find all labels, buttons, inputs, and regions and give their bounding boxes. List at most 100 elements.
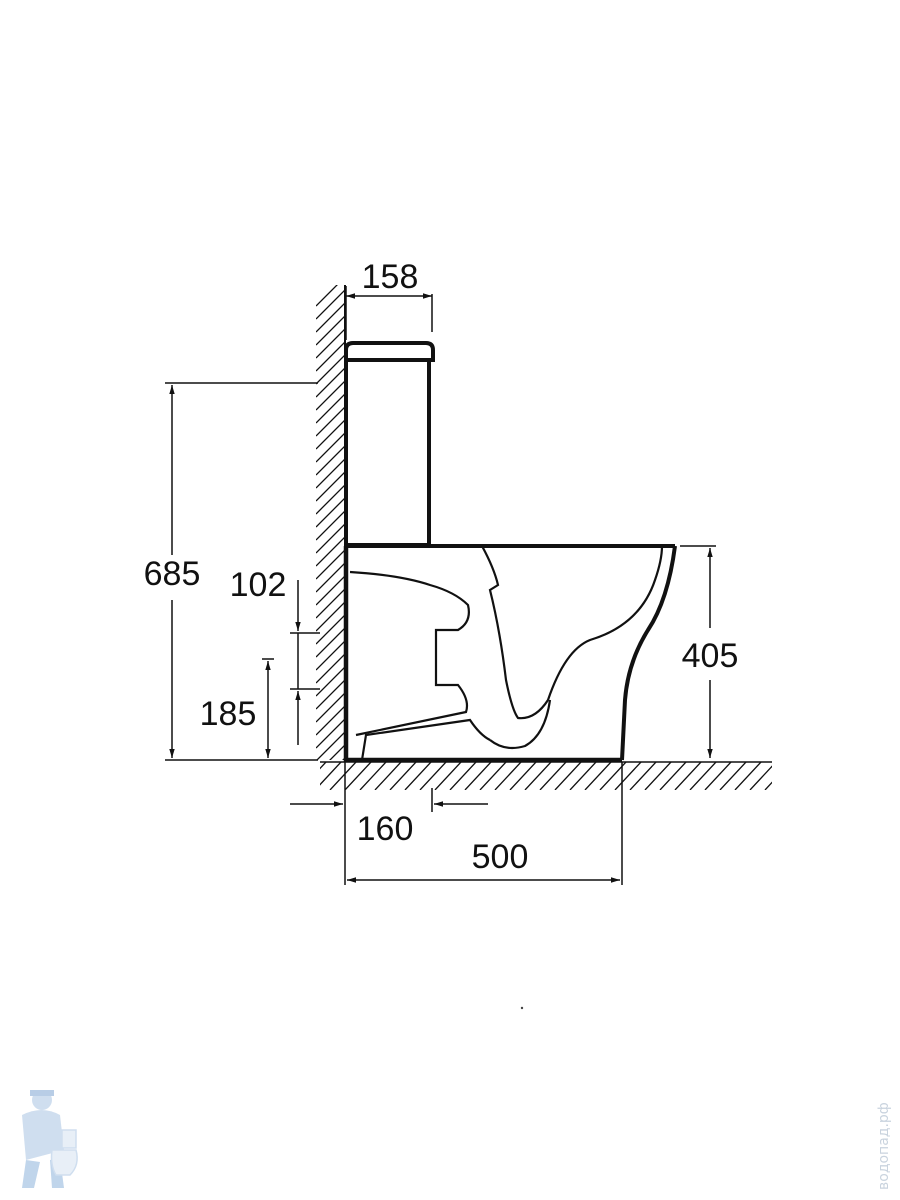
wall-hatch-line [316, 574, 346, 606]
floor-hatch-line [494, 762, 522, 790]
label-tank-depth: 158 [362, 258, 419, 296]
floor-hatching [320, 762, 821, 790]
wall-hatch-line [316, 587, 346, 619]
wall-hatch-line [316, 652, 346, 684]
floor-hatch-line [764, 781, 772, 790]
wall [316, 285, 346, 813]
floor-hatch-line [320, 762, 327, 770]
wall-hatch-line [316, 340, 346, 372]
wall-hatch-line [316, 483, 346, 515]
label-outlet-offset: 160 [357, 810, 414, 848]
wall-hatch-line [316, 730, 346, 760]
label-total-length: 500 [472, 838, 529, 876]
floor-hatch-line [419, 762, 447, 790]
floor-hatch-line [389, 762, 417, 790]
floor-hatch-line [719, 762, 747, 790]
bowl-base [343, 546, 622, 763]
floor-hatch-line [434, 762, 462, 790]
wall-hatch-line [316, 704, 346, 736]
floor-hatch-line [509, 762, 537, 790]
label-seat-height: 405 [682, 637, 739, 675]
wall-hatch-line [316, 717, 346, 749]
toilet [343, 341, 677, 763]
floor-hatch-line [449, 762, 477, 790]
wall-hatch-line [316, 288, 346, 320]
wall-hatch-line [316, 457, 346, 489]
wall-hatch-line [316, 301, 346, 333]
floor-hatch-line [584, 762, 612, 790]
floor-hatch-line [704, 762, 732, 790]
wall-hatch-line [316, 509, 346, 541]
wall-hatch-line [316, 561, 346, 593]
dimension-seat-height [680, 545, 716, 758]
dimension-tank-depth [345, 286, 433, 340]
floor-hatch-line [464, 762, 492, 790]
watermark-text: водопад.рф [876, 1102, 892, 1190]
wall-hatch-line [316, 470, 346, 502]
dimension-outlet-height [262, 658, 274, 758]
wall-hatch-line [316, 353, 346, 385]
wall-hatch-line [329, 743, 346, 760]
floor-hatch-line [629, 762, 657, 790]
floor-hatch-line [404, 762, 432, 790]
floor [320, 761, 821, 790]
wall-hatch-line [316, 392, 346, 424]
floor-hatch-line [479, 762, 507, 790]
floor-hatch-line [329, 762, 357, 790]
label-outlet-height: 185 [200, 695, 257, 733]
cistern [344, 358, 431, 547]
wall-hatch-line [316, 314, 346, 346]
cistern-lid [344, 341, 435, 362]
floor-hatch-line [320, 762, 342, 786]
wall-hatch-line [316, 548, 346, 580]
wall-hatch-line [316, 405, 346, 437]
floor-hatch-line [554, 762, 582, 790]
wall-hatch-line [316, 535, 346, 567]
wall-hatch-line [316, 379, 346, 411]
wall-hatch-line [316, 600, 346, 632]
floor-hatch-line [539, 762, 567, 790]
wall-hatch-line [316, 691, 346, 723]
floor-hatch-line [734, 762, 762, 790]
floor-hatch-line [614, 762, 642, 790]
wall-hatch-line [316, 678, 346, 710]
bowl-front [620, 545, 677, 761]
floor-hatch-line [344, 762, 372, 790]
floor-hatch-line [644, 762, 672, 790]
floor-hatch-line [524, 762, 552, 790]
wall-hatching [316, 285, 346, 813]
wall-hatch-line [316, 522, 346, 554]
bowl-interior [481, 545, 664, 720]
floor-hatch-line [359, 762, 387, 790]
wall-hatch-line [316, 366, 346, 398]
wall-hatch-line [316, 418, 346, 450]
wall-hatch-line [316, 613, 346, 645]
floor-hatch-line [674, 762, 702, 790]
plumber-mascot-icon [22, 1090, 78, 1188]
wall-hatch-line [316, 431, 346, 463]
trapway-outline [349, 570, 470, 737]
stray-dot [520, 1006, 524, 1010]
dimension-total-length [347, 762, 623, 885]
floor-hatch-line [749, 765, 772, 790]
floor-hatch-line [569, 762, 597, 790]
wall-hatch-line [316, 639, 346, 671]
wall-hatch-line [316, 327, 346, 359]
label-total-height: 685 [144, 555, 201, 593]
outlet-pipe [360, 718, 491, 761]
wall-hatch-line [316, 783, 346, 813]
label-outlet-range: 102 [230, 566, 287, 604]
wall-hatch-line [316, 444, 346, 476]
floor-hatch-line [374, 762, 402, 790]
floor-hatch-line [689, 762, 717, 790]
dimension-outlet-offset [290, 762, 488, 885]
wall-hatch-line [316, 665, 346, 697]
floor-hatch-line [795, 762, 821, 790]
floor-hatch-line [659, 762, 687, 790]
trap-bottom [489, 699, 552, 750]
dimension-total-height [165, 382, 318, 761]
floor-hatch-line [780, 762, 806, 790]
wall-hatch-line [316, 285, 338, 307]
wall-hatch-line [316, 496, 346, 528]
